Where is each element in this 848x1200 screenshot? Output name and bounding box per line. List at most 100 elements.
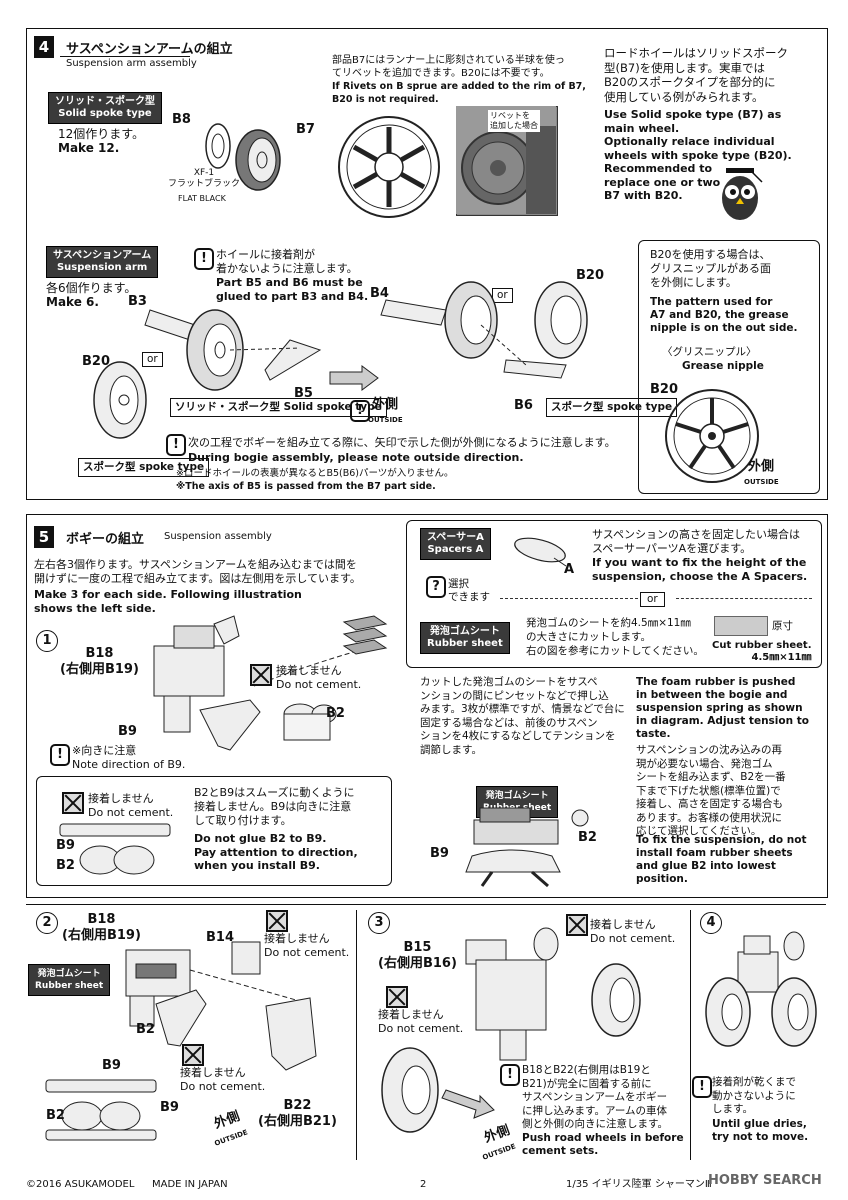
- part-b2-label-2: B2: [136, 1022, 155, 1037]
- wheel-b8-b7-diagram: [205, 123, 281, 191]
- part-b9-rubber-label: B9: [430, 846, 449, 861]
- or-divider-right: [676, 598, 812, 599]
- no-cement-note-3a: 接着しません Do not cement.: [590, 918, 676, 945]
- bogie-caution-icon: !: [166, 434, 186, 456]
- rubber-sheets-icon: [342, 615, 388, 655]
- b2-b9-note-en: Do not glue B2 to B9. Pay attention to d…: [194, 832, 358, 872]
- no-cement-note-3b: 接着しません Do not cement.: [378, 1008, 464, 1035]
- rivet-note-jp: 部品B7にはランナー上に彫刻されている半球を使っ てリベットを追加できます。B2…: [332, 55, 565, 79]
- push-caution-icon: !: [500, 1064, 520, 1086]
- part-b20-left-label: B20: [82, 354, 110, 369]
- part-b9-label-2a: B9: [102, 1058, 121, 1073]
- b2-b9-note-jp: B2とB9はスムーズに動くように 接着しません。B9は向きに注意 して取り付けま…: [194, 786, 355, 827]
- step5-frame: [26, 514, 828, 898]
- no-cement-note-2a: 接着しません Do not cement.: [264, 932, 350, 959]
- b20-note-jp: B20を使用する場合は、 グリスニップルがある面 を外側にします。: [650, 248, 771, 289]
- footer-made-in: MADE IN JAPAN: [152, 1179, 228, 1190]
- step4-title: サスペンションアームの組立: [66, 42, 233, 57]
- outside-arrow-icon: [329, 365, 379, 391]
- spacer-a-tag: スペーサーA Spacers A: [420, 528, 491, 560]
- part-b15-label: B15 (右側用B16): [378, 940, 457, 971]
- roadwheel-note-jp: ロードホイールはソリッドスポーク 型(B7)を使用します。実車では B20のスポ…: [604, 46, 788, 104]
- part-b14-label: B14: [206, 930, 234, 945]
- solid-spoke-box: ソリッド・スポーク型 Solid spoke type: [170, 398, 387, 417]
- part-b22-label: B22 (右側用B21): [258, 1098, 337, 1129]
- footer-watermark: HOBBY SEARCH: [708, 1173, 822, 1188]
- b2-b9-small-diagram: [59, 823, 171, 875]
- flat-black-label: FLAT BLACK: [178, 194, 226, 203]
- push-before-jp: B18とB22(右側用はB19と B21)が完全に固着する前に サスペンションア…: [522, 1064, 668, 1130]
- part-b7-label: B7: [296, 122, 315, 137]
- substep-2-badge: 2: [36, 912, 58, 934]
- rubber-actual-size-swatch: [714, 616, 768, 636]
- footer-copyright: ©2016 ASUKAMODEL: [26, 1179, 135, 1190]
- no-cement-icon-3b: [386, 986, 408, 1008]
- push-rubber-en: The foam rubber is pushed in between the…: [636, 676, 809, 740]
- no-cement-note-2b: 接着しません Do not cement.: [180, 1066, 266, 1093]
- or-divider-left: [500, 598, 638, 599]
- part-b5-label: B5: [294, 386, 313, 401]
- part-b2-label-1: B2: [326, 706, 345, 721]
- step5-subtitle: Suspension assembly: [164, 531, 272, 542]
- b2-b9-note-box: [36, 776, 392, 886]
- divider-2-3: [356, 910, 357, 1160]
- suspension-arm-diagram-left: [93, 309, 322, 439]
- grease-nipple-en: Grease nipple: [682, 360, 764, 372]
- step5-intro-jp: 左右各3個作ります。サスペンションアームを組み込むまでは間を 開けずに一度の工程…: [34, 558, 361, 585]
- part-b18-label-2: B18 (右側用B19): [62, 912, 141, 943]
- make6-en: Make 6.: [46, 295, 99, 309]
- make12-en: Make 12.: [58, 141, 120, 155]
- part-b4-label: B4: [370, 286, 389, 301]
- part-b2-rubber-label: B2: [578, 830, 597, 845]
- b20-note-box: [638, 240, 820, 494]
- bogie-complete-4-diagram: [705, 931, 817, 1047]
- glue-warning-en: Part B5 and B6 must be glued to part B3 …: [216, 276, 369, 303]
- part-b20-label: B20: [576, 268, 604, 283]
- step4-number: 4: [34, 36, 54, 58]
- divider: [60, 56, 190, 57]
- rivet-photo-label: リベットを 追加した場合: [488, 110, 540, 132]
- glue-warning-jp: ホイールに接着剤が 着かないように注意します。: [216, 248, 358, 275]
- spacer-note-en: If you want to fix the height of the sus…: [592, 556, 808, 583]
- step4-frame: [26, 28, 828, 500]
- outside-caution-icon: !: [350, 400, 370, 422]
- part-b2-label-2b: B2: [46, 1108, 65, 1123]
- no-cement-icon-box: [62, 792, 84, 814]
- grease-nipple-jp: 〈グリスニップル〉: [662, 346, 757, 358]
- make12-jp: 12個作ります。: [58, 127, 145, 141]
- select-icon: ?: [426, 576, 446, 598]
- push-rubber-jp: カットした発泡ゴムのシートをサスペ ンションの間にピンセットなどで押し込 みます…: [420, 676, 625, 756]
- no-cement-note-box: 接着しません Do not cement.: [88, 792, 174, 819]
- direction-note: ※向きに注意 Note direction of B9.: [72, 744, 186, 771]
- make6-jp: 各6個作ります。: [46, 281, 137, 295]
- spacer-rubber-box: [406, 520, 822, 668]
- b9-b2-arm-diagram: [199, 699, 337, 751]
- suspension-arm-diagram-right: [380, 281, 588, 379]
- part-b9-label-1: B9: [118, 724, 137, 739]
- select-note: 選択 できます: [448, 578, 490, 603]
- part-b20-box-label: B20: [650, 382, 678, 397]
- substep-4-badge: 4: [700, 912, 722, 934]
- b9-b2-small-diagram-2: [45, 1079, 157, 1141]
- part-b9-label-2b: B9: [160, 1100, 179, 1115]
- dry-note-en: Until glue dries, try not to move.: [712, 1118, 809, 1143]
- or-box-step5: or: [640, 592, 665, 607]
- bogie-note-en: During bogie assembly, please note outsi…: [188, 451, 524, 464]
- bottom-steps-frame: [26, 904, 826, 1165]
- wheel-b20-diagram: [665, 389, 759, 483]
- push-before-en: Push road wheels in before cement sets.: [522, 1132, 684, 1157]
- part-b18-label: B18 (右側用B19): [60, 646, 139, 677]
- wheel-b7-rivet-diagram: [338, 116, 440, 218]
- rivet-note-en: If Rivets on B sprue are added to the ri…: [332, 81, 586, 105]
- part-b8-label: B8: [172, 112, 191, 127]
- spacer-note-jp: サスペンションの高さを固定したい場合は スペーサーパーツAを選びます。: [592, 528, 801, 555]
- footer-page-number: 2: [420, 1179, 427, 1190]
- fix-susp-en: To fix the suspension, do not install fo…: [636, 834, 807, 885]
- substep-1-badge: 1: [36, 630, 58, 652]
- no-cement-note-1: 接着しません Do not cement.: [276, 664, 362, 691]
- footer-product: 1/35 イギリス陸軍 シャーマンⅢ: [566, 1179, 712, 1190]
- fix-susp-jp: サスペンションの沈み込みの再 現が必要ない場合、発泡ゴム シートを組み込まず、B…: [636, 744, 786, 837]
- outside-jp: 外側: [372, 397, 399, 412]
